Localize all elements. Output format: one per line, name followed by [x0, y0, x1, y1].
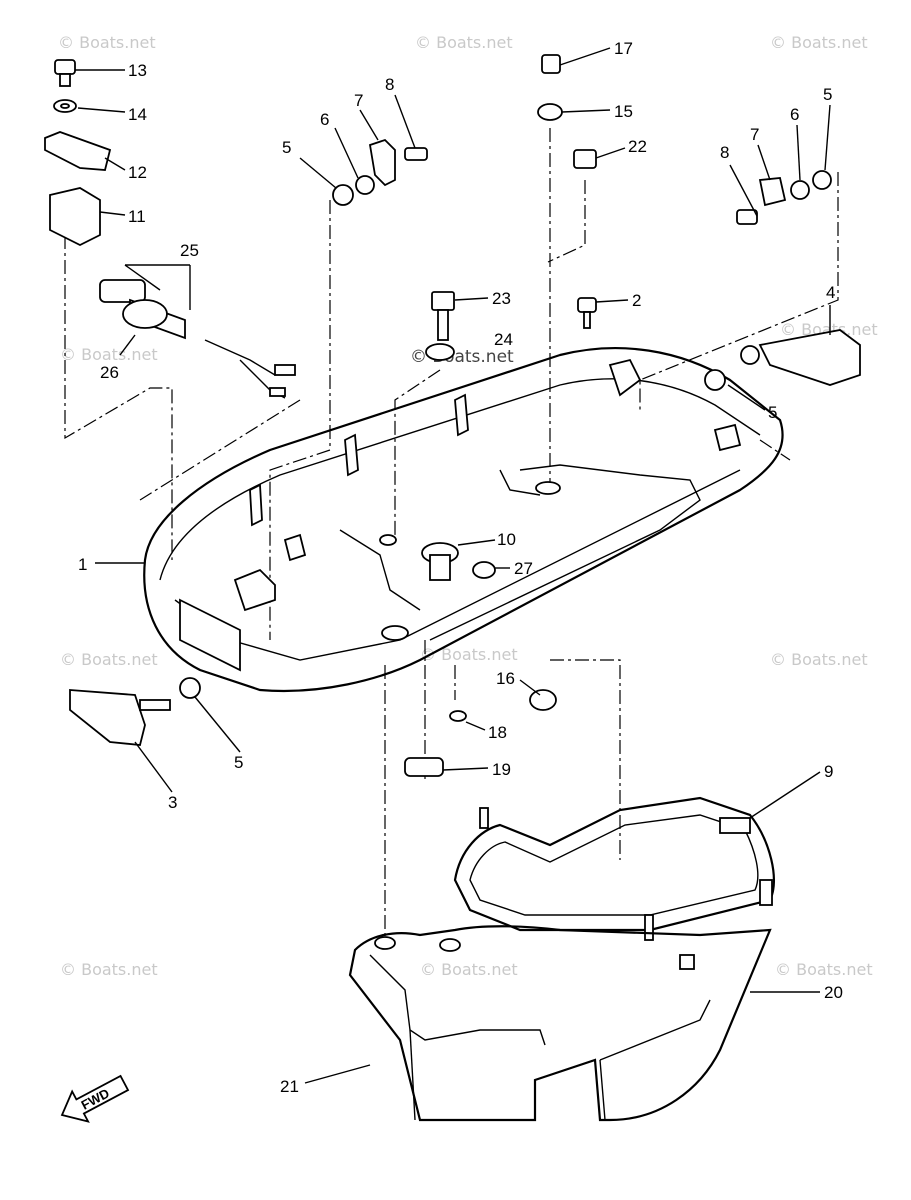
watermark: © Boats.net — [420, 960, 518, 979]
part-label-6: 6 — [790, 105, 799, 124]
lower-cowling — [348, 925, 772, 1122]
watermark: © Boats.net — [58, 33, 156, 52]
watermark: © Boats.net — [60, 960, 158, 979]
part-label-18: 18 — [488, 723, 507, 742]
part-label-17: 17 — [614, 39, 633, 58]
part-label-7: 7 — [750, 125, 759, 144]
assembly-lines — [64, 128, 839, 945]
part-label-24: 24 — [494, 330, 513, 349]
leader-lines — [75, 47, 831, 1084]
part-label-27: 27 — [514, 559, 533, 578]
part-label-3: 3 — [168, 793, 177, 812]
part-label-6: 6 — [320, 110, 329, 129]
part-label-1: 1 — [78, 555, 87, 574]
part-label-5: 5 — [234, 753, 243, 772]
part-label-22: 22 — [628, 137, 647, 156]
part-label-2: 2 — [632, 291, 641, 310]
fwd-arrow-icon: FWD — [60, 1074, 130, 1123]
part-label-26: 26 — [100, 363, 119, 382]
watermark: © Boats.net — [780, 320, 878, 339]
part-label-19: 19 — [492, 760, 511, 779]
part-labels: 13 14 12 11 25 26 5 6 7 8 17 15 22 23 24… — [78, 39, 843, 1096]
part-label-13: 13 — [128, 61, 147, 80]
tray-frame — [453, 796, 775, 941]
part-label-10: 10 — [497, 530, 516, 549]
part-label-8: 8 — [720, 143, 729, 162]
watermarks: © Boats.net © Boats.net © Boats.net © Bo… — [58, 33, 878, 979]
part-label-15: 15 — [614, 102, 633, 121]
watermark: © Boats.net — [770, 650, 868, 669]
watermark: © Boats.net — [60, 345, 158, 364]
part-label-23: 23 — [492, 289, 511, 308]
watermark: © Boats.net — [415, 33, 513, 52]
part-label-12: 12 — [128, 163, 147, 182]
part-label-11: 11 — [128, 207, 146, 226]
part-label-5: 5 — [823, 85, 832, 104]
part-label-14: 14 — [128, 105, 147, 124]
part-label-5: 5 — [282, 138, 291, 157]
part-label-4: 4 — [826, 283, 835, 302]
part-label-21: 21 — [280, 1077, 299, 1096]
watermark: © Boats.net — [420, 645, 518, 664]
bottom-cowling — [143, 347, 784, 693]
part-label-20: 20 — [824, 983, 843, 1002]
part-label-9: 9 — [824, 762, 833, 781]
watermark: © Boats.net — [60, 650, 158, 669]
part-label-16: 16 — [496, 669, 515, 688]
hardware — [44, 54, 861, 777]
part-label-25: 25 — [180, 241, 199, 260]
watermark: © Boats.net — [775, 960, 873, 979]
part-label-8: 8 — [385, 75, 394, 94]
part-label-7: 7 — [354, 91, 363, 110]
part-label-5: 5 — [768, 403, 777, 422]
watermark: © Boats.net — [770, 33, 868, 52]
